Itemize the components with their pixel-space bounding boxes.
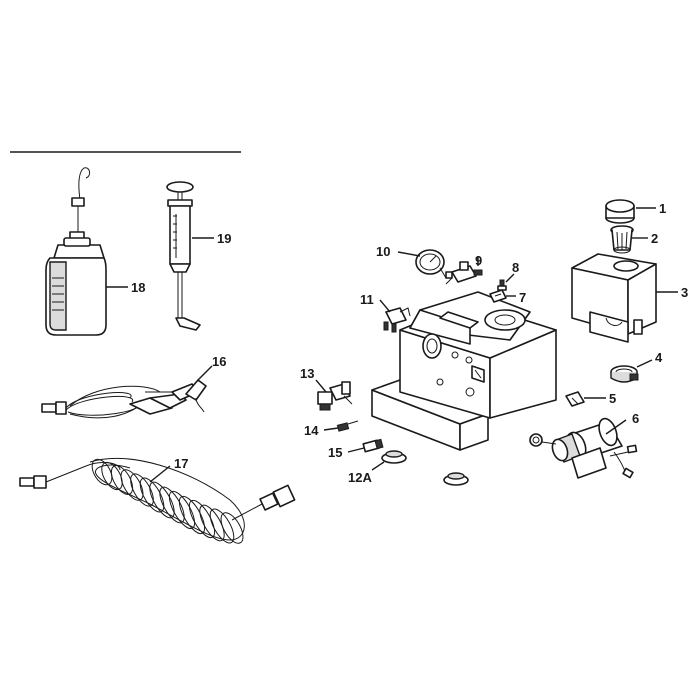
part-17-coiled-hose [19, 458, 296, 544]
leader-13 [315, 379, 327, 393]
part-6-pump-motor [529, 417, 638, 479]
leader-17 [149, 465, 171, 483]
callout-6: 6 [632, 411, 639, 426]
leader-16 [197, 365, 213, 381]
part-18-feed-bottle [45, 167, 107, 336]
leader-4 [636, 359, 653, 368]
callout-7: 7 [519, 290, 526, 305]
callout-8: 8 [512, 260, 519, 275]
callout-10: 10 [376, 244, 390, 259]
part-11-switch [383, 307, 411, 333]
leader-11 [379, 299, 391, 313]
part-15-fitting [362, 438, 384, 453]
part-4-clamp [610, 365, 639, 383]
leader-14 [323, 427, 339, 431]
callout-1: 1 [659, 201, 666, 216]
part-16-battery-harness [41, 379, 207, 419]
callout-3: 3 [681, 285, 688, 300]
part-10-pressure-gauge [415, 249, 453, 279]
part-13-regulator [317, 381, 353, 411]
part-12a-foot-second [443, 472, 469, 486]
leader-15 [347, 447, 365, 453]
main-cabinet [371, 291, 557, 451]
callout-17: 17 [174, 456, 188, 471]
callout-14: 14 [304, 423, 319, 438]
part-5-bracket [565, 391, 585, 407]
callout-5: 5 [609, 391, 616, 406]
part-7-mount-clip [489, 289, 507, 303]
part-1-tank-cap [605, 199, 635, 224]
callout-18: 18 [131, 280, 145, 295]
callout-16: 16 [212, 354, 226, 369]
callout-9: 9 [475, 253, 482, 268]
callout-13: 13 [300, 366, 314, 381]
part-9-valve [445, 261, 483, 285]
callout-11: 11 [360, 292, 374, 307]
part-19-syringe [166, 181, 201, 331]
callout-15: 15 [328, 445, 342, 460]
leader-10 [397, 251, 421, 257]
leader-8 [505, 273, 515, 283]
part-14-valve-stem [336, 420, 359, 432]
leader-6 [605, 419, 627, 435]
part-3-fluid-tank [571, 253, 657, 343]
callout-4: 4 [655, 350, 663, 365]
part-2-strainer [610, 225, 634, 254]
part-12a-foot [381, 450, 407, 464]
callout-12a: 12A [348, 470, 372, 485]
callout-2: 2 [651, 231, 658, 246]
callout-19: 19 [217, 231, 231, 246]
part-8-fitting [497, 279, 507, 291]
leader-12a [371, 461, 385, 471]
